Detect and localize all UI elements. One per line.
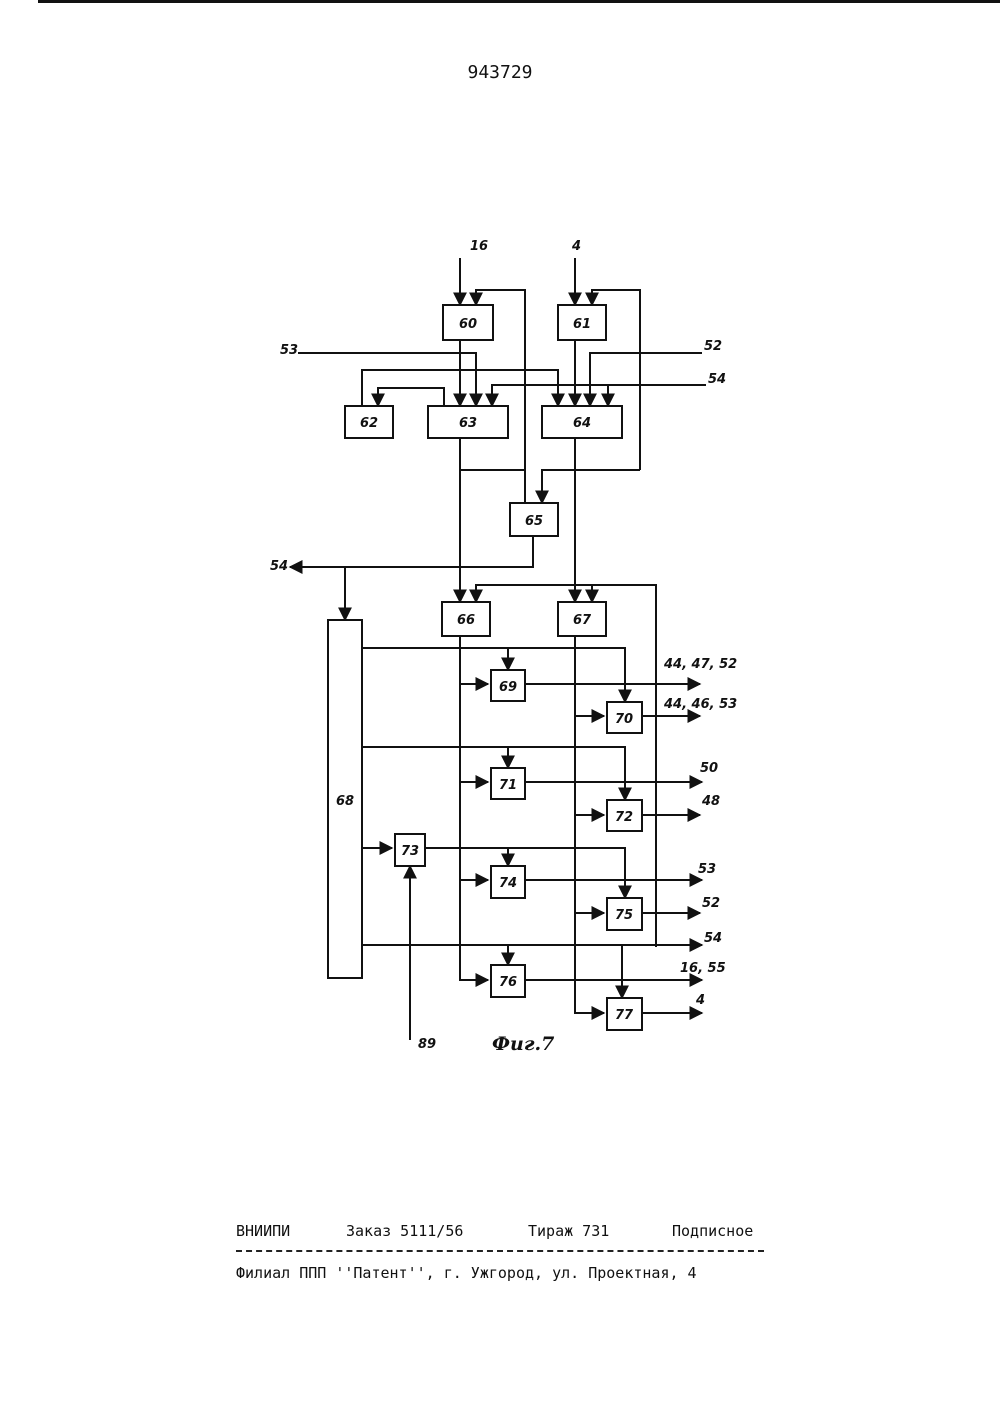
footer-branch: Филиал ППП ''Патент'', г. Ужгород, ул. П… bbox=[236, 1264, 764, 1282]
block-75: 75 bbox=[607, 898, 642, 930]
svg-text:64: 64 bbox=[573, 416, 591, 431]
footer-order: Заказ 5111/56 bbox=[346, 1222, 463, 1240]
input-label-16: 16 bbox=[470, 239, 488, 254]
output-label-54-left: 54 bbox=[270, 559, 288, 574]
svg-text:73: 73 bbox=[401, 844, 419, 859]
block-60: 60 bbox=[443, 305, 493, 340]
svg-text:74: 74 bbox=[499, 876, 517, 891]
block-74: 74 bbox=[491, 866, 525, 898]
svg-text:70: 70 bbox=[615, 712, 633, 727]
block-63: 63 bbox=[428, 406, 508, 438]
svg-text:67: 67 bbox=[573, 613, 592, 628]
svg-text:69: 69 bbox=[499, 680, 517, 695]
svg-text:77: 77 bbox=[615, 1008, 634, 1023]
svg-text:71: 71 bbox=[499, 778, 517, 793]
footer-imprint: ВНИИПИ Заказ 5111/56 Тираж 731 Подписное bbox=[236, 1222, 764, 1244]
block-76: 76 bbox=[491, 965, 525, 997]
block-72: 72 bbox=[607, 800, 642, 831]
block-65: 65 bbox=[510, 503, 558, 536]
output-label-75: 52 bbox=[702, 896, 720, 911]
svg-text:72: 72 bbox=[615, 810, 633, 825]
svg-text:76: 76 bbox=[499, 975, 517, 990]
svg-text:66: 66 bbox=[457, 613, 475, 628]
input-label-4: 4 bbox=[571, 239, 581, 254]
block-66: 66 bbox=[442, 602, 490, 636]
block-73: 73 bbox=[395, 834, 425, 866]
block-77: 77 bbox=[607, 998, 642, 1030]
figure-caption: Фиг.7 bbox=[492, 1033, 554, 1055]
input-label-52: 52 bbox=[704, 339, 722, 354]
svg-text:65: 65 bbox=[525, 514, 543, 529]
svg-text:60: 60 bbox=[459, 317, 477, 332]
block-62: 62 bbox=[345, 406, 393, 438]
footer-dashed-divider bbox=[236, 1250, 764, 1252]
output-label-68: 54 bbox=[704, 931, 722, 946]
output-label-76: 16, 55 bbox=[680, 961, 726, 976]
output-label-69: 44, 47, 52 bbox=[663, 657, 737, 672]
input-label-54: 54 bbox=[708, 372, 726, 387]
input-label-89: 89 bbox=[418, 1037, 436, 1052]
output-label-77: 4 bbox=[695, 993, 705, 1008]
block-68: 68 bbox=[328, 620, 362, 978]
footer-circulation: Тираж 731 bbox=[528, 1222, 609, 1240]
svg-text:75: 75 bbox=[615, 908, 633, 923]
block-70: 70 bbox=[607, 702, 642, 733]
block-61: 61 bbox=[558, 305, 606, 340]
svg-text:62: 62 bbox=[360, 416, 378, 431]
block-64: 64 bbox=[542, 406, 622, 438]
footer-org: ВНИИПИ bbox=[236, 1222, 290, 1240]
output-label-71: 50 bbox=[700, 761, 718, 776]
output-label-70: 44, 46, 53 bbox=[663, 697, 737, 712]
input-label-53: 53 bbox=[280, 343, 298, 358]
block-71: 71 bbox=[491, 768, 525, 799]
block-67: 67 bbox=[558, 602, 606, 636]
block-69: 69 bbox=[491, 670, 525, 701]
svg-text:63: 63 bbox=[459, 416, 477, 431]
svg-text:68: 68 bbox=[336, 794, 354, 809]
output-label-74: 53 bbox=[698, 862, 716, 877]
footer-subscription: Подписное bbox=[672, 1222, 753, 1240]
output-label-72: 48 bbox=[701, 794, 720, 809]
svg-text:61: 61 bbox=[573, 317, 591, 332]
